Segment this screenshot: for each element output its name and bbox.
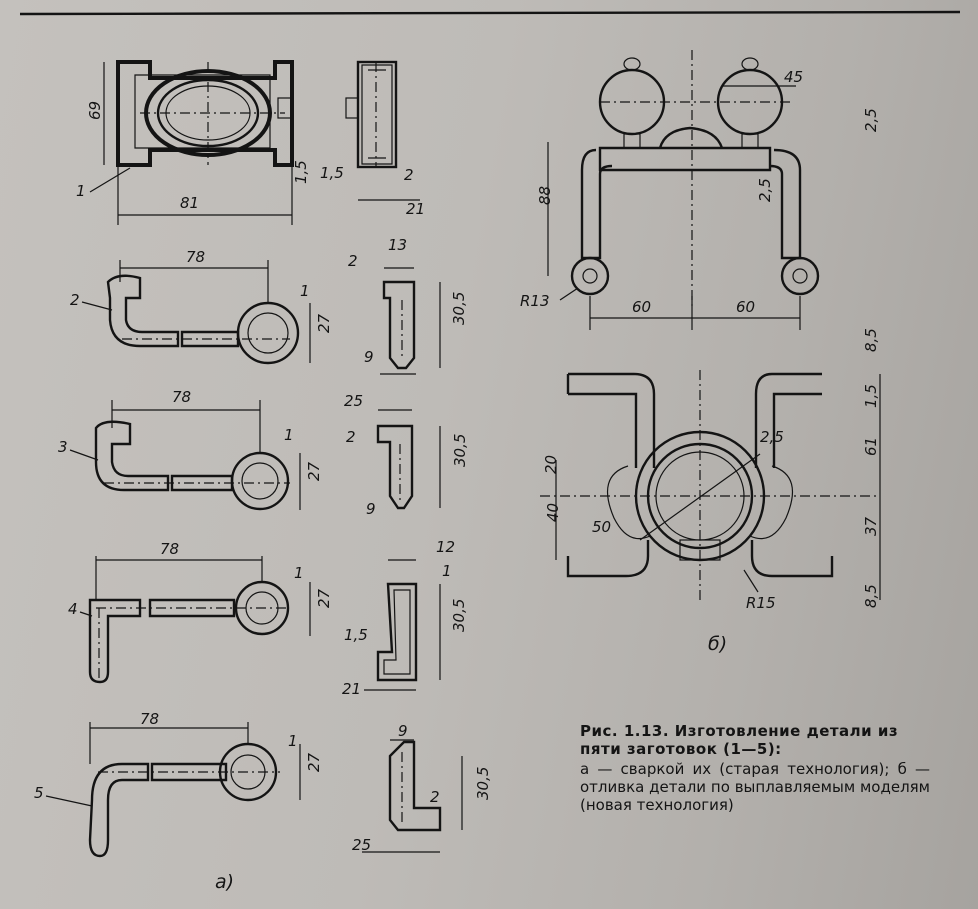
dim-R15: R15 [746,594,776,612]
dim-30-5-row4: 30,5 [450,599,468,632]
page-top-rule [19,10,961,16]
dim-27-row5: 27 [305,752,323,772]
blank-3-plan: 78 27 3 1 [58,388,323,511]
blank-2-side: 13 2 30,5 9 [348,236,468,375]
dim-9-row3: 9 [366,500,376,518]
dim-21-row4: 21 [342,680,361,698]
dim-2-5-top: 2,5 [862,108,880,132]
part-label-2: 2 [70,291,80,309]
dim-25: 25 [344,392,363,410]
part-label-1-assembly: 1 [76,182,86,200]
dim-30-5-row2: 30,5 [450,292,468,325]
dim-50: 50 [592,518,611,536]
part-label-4: 4 [68,600,78,618]
dim-8-5-top: 8,5 [862,328,880,352]
cast-part-front-view: 88 60 60 45 2,5 2,5 R13 [520,50,880,330]
dim-78-row5: 78 [140,710,159,728]
dim-2-5-mid: 2,5 [756,178,774,202]
dim-27-row4: 27 [315,588,333,608]
dim-8-5-bottom: 8,5 [862,584,880,608]
dim-78-row3: 78 [172,388,191,406]
figure-caption: Рис. 1.13. Изготовление детали из пяти з… [580,722,930,814]
dim-2-5-plan: 2,5 [760,428,784,446]
dim-25-row5: 25 [352,836,371,854]
dim-13: 13 [388,236,407,254]
dim-1-5-plan: 1,5 [862,384,880,408]
label-part-a: а) [215,871,234,893]
dim-9-row5: 9 [398,722,408,740]
dim-R13: R13 [520,292,550,310]
caption-body: а — сваркой их (старая технология); б — … [580,760,930,814]
dim-37: 37 [862,516,880,536]
dim-60-left: 60 [632,298,651,316]
dim-40: 40 [544,503,562,522]
dim-9-row2: 9 [364,348,374,366]
row1-dimensions: 69 81 1,5 1,5 2 21 1 [76,62,425,225]
part-label-1-row3: 1 [284,426,294,444]
caption-title: Рис. 1.13. Изготовление детали из пяти з… [580,722,899,758]
plate-section-view [345,60,398,169]
blank-4-plan: 78 27 4 1 [68,540,333,684]
part-label-1-row4: 1 [294,564,304,582]
dim-27-row3: 27 [305,461,323,481]
dim-1-5-b: 1,5 [320,164,344,182]
cast-part-plan-view: 20 40 50 2,5 8,5 1,5 61 37 8,5 R15 [540,328,881,612]
dim-27-row2: 27 [315,313,333,333]
dim-30-5-row3: 30,5 [451,434,469,467]
blank-4-side: 12 1 30,5 1,5 21 [342,538,468,698]
part-label-5: 5 [34,784,44,802]
dim-1-5-a: 1,5 [292,160,310,184]
dim-81: 81 [180,194,199,212]
part-label-1-row2: 1 [300,282,310,300]
label-part-b: б) [708,633,727,655]
dim-2-row2: 2 [348,252,358,270]
dim-21: 21 [406,200,425,218]
dim-2-row5: 2 [430,788,440,806]
dim-88: 88 [536,186,554,205]
blank-5-plan: 78 27 5 1 [34,710,323,858]
blank-5-side: 9 2 30,5 25 [352,722,492,854]
blank-2-plan: 78 27 2 1 [70,248,333,365]
dim-78-row2: 78 [186,248,205,266]
dim-20: 20 [542,455,560,474]
dim-2-row3: 2 [346,428,356,446]
part-label-3: 3 [58,438,68,456]
dim-61: 61 [862,437,880,456]
dim-1-5-row4: 1,5 [344,626,368,644]
blank-3-side: 25 2 30,5 9 [344,392,469,518]
dim-2: 2 [404,166,414,184]
dim-45: 45 [784,68,803,86]
dim-78-row4: 78 [160,540,179,558]
plate-assembly-view [116,60,294,167]
dim-30-5-row5: 30,5 [474,767,492,800]
dim-12: 12 [436,538,455,556]
dim-69: 69 [86,101,104,120]
part-label-1-row5: 1 [288,732,298,750]
dim-1: 1 [442,562,452,580]
dim-60-right: 60 [736,298,755,316]
